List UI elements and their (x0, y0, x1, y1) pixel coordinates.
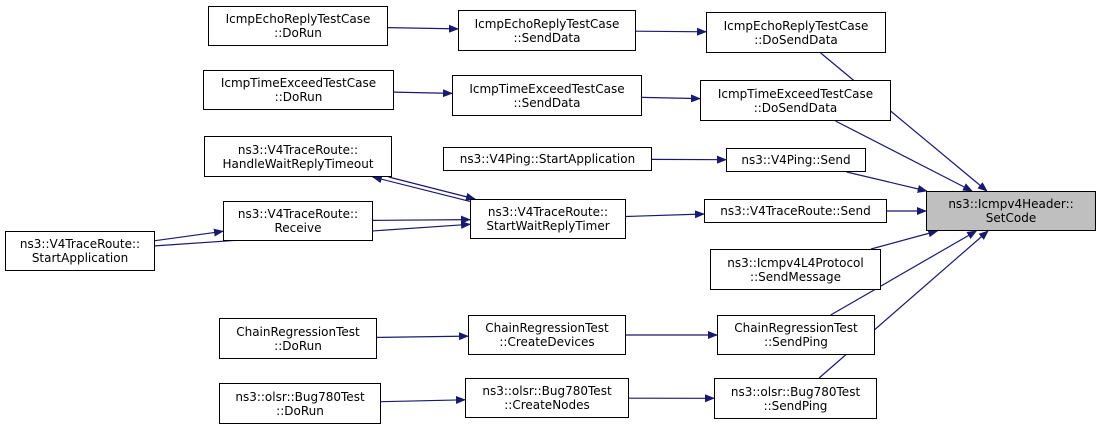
node-line: ::DoRun (274, 90, 323, 104)
node-v4traceroute-send[interactable]: ns3::V4TraceRoute::Send (704, 199, 887, 223)
node-icmptimeexceedtestcase-dorun[interactable]: IcmpTimeExceedTestCase ::DoRun (203, 70, 394, 110)
node-line: ns3::V4TraceRoute:: (487, 205, 609, 219)
node-v4ping-startapplication[interactable]: ns3::V4Ping::StartApplication (443, 147, 652, 171)
node-line: IcmpTimeExceedTestCase (220, 76, 377, 90)
edge-time_dosenddata-to-setcode (835, 120, 973, 192)
node-icmpechoreplytestcase-dorun[interactable]: IcmpEchoReplyTestCase ::DoRun (208, 6, 388, 46)
node-icmpechoreplytestcase-senddata[interactable]: IcmpEchoReplyTestCase ::SendData (458, 10, 636, 51)
node-line: ChainRegressionTest (485, 321, 609, 335)
node-bug780test-sendping[interactable]: ns3::olsr::Bug780Test ::SendPing (714, 378, 877, 419)
node-line: ns3::Icmpv4L4Protocol (727, 255, 864, 270)
node-v4traceroute-handlewaitreplytimeout[interactable]: ns3::V4TraceRoute:: HandleWaitReplyTimeo… (204, 136, 392, 177)
node-line: ns3::V4TraceRoute::Send (720, 204, 871, 218)
node-line: ::DoRun (274, 26, 322, 40)
node-bug780test-createnodes[interactable]: ns3::olsr::Bug780Test ::CreateNodes (465, 378, 629, 418)
node-line: IcmpEchoReplyTestCase (474, 16, 620, 31)
node-bug780test-dorun[interactable]: ns3::olsr::Bug780Test ::DoRun (219, 383, 381, 424)
node-v4traceroute-receive[interactable]: ns3::V4TraceRoute:: Receive (223, 201, 373, 241)
edge-echo_dosenddata-to-setcode (820, 52, 988, 192)
node-line: Receive (274, 221, 322, 235)
edge-bug_dorun-to-bug_createnodes (380, 396, 466, 405)
node-line: ns3::V4TraceRoute:: (19, 237, 141, 251)
node-line: SetCode (985, 211, 1037, 225)
node-line: ns3::V4TraceRoute:: (237, 207, 359, 221)
node-icmpv4l4protocol-sendmessage[interactable]: ns3::Icmpv4L4Protocol ::SendMessage (710, 249, 881, 290)
edge-chain_dorun-to-chain_createdevices (376, 332, 469, 341)
node-chainregressiontest-dorun[interactable]: ChainRegressionTest ::DoRun (219, 318, 377, 359)
node-line: IcmpTimeExceedTestCase (717, 86, 874, 101)
node-line: ::CreateNodes (504, 398, 590, 412)
edge-time_senddata-to-time_dosenddata (641, 94, 701, 103)
node-line: ns3::Icmpv4Header:: (948, 197, 1074, 211)
node-line: ns3::olsr::Bug780Test (482, 384, 612, 398)
node-v4traceroute-startwaitreplytimer[interactable]: ns3::V4TraceRoute:: StartWaitReplyTimer (470, 199, 626, 239)
node-line: ::CreateDevices (499, 335, 595, 349)
node-icmpechoreplytestcase-dosenddata[interactable]: IcmpEchoReplyTestCase ::DoSendData (706, 12, 886, 53)
edge-tr_startapp-to-tr_receive (154, 228, 224, 242)
edge-tr_receive-to-tr_startwait (372, 215, 471, 224)
node-line: ns3::V4TraceRoute:: (237, 142, 359, 157)
node-line: IcmpEchoReplyTestCase (723, 18, 869, 33)
node-icmptimeexceedtestcase-dosenddata[interactable]: IcmpTimeExceedTestCase ::DoSendData (700, 80, 891, 121)
node-line: ::SendPing (763, 398, 828, 413)
node-line: ::DoSendData (753, 100, 838, 115)
edge-time_dorun-to-time_senddata (393, 89, 453, 98)
node-line: StartWaitReplyTimer (486, 219, 610, 233)
edge-chain_sendping-to-setcode (830, 230, 978, 316)
node-line: ::SendMessage (750, 269, 841, 284)
node-line: ::SendData (513, 95, 581, 110)
node-line: ::DoSendData (754, 32, 838, 47)
node-chainregressiontest-createdevices[interactable]: ChainRegressionTest ::CreateDevices (468, 315, 626, 355)
node-icmpv4header-setcode: ns3::Icmpv4Header:: SetCode (926, 191, 1096, 231)
node-line: ns3::V4Ping::StartApplication (459, 152, 636, 166)
node-line: ns3::olsr::Bug780Test (730, 384, 861, 399)
node-v4ping-send[interactable]: ns3::V4Ping::Send (726, 148, 866, 172)
node-line: ::SendPing (764, 335, 828, 349)
node-line: ns3::olsr::Bug780Test (235, 389, 365, 404)
node-line: IcmpTimeExceedTestCase (469, 81, 625, 96)
node-line: ::SendData (513, 30, 581, 45)
node-line: ns3::V4Ping::Send (741, 153, 851, 167)
edge-echo_senddata-to-echo_dosenddata (635, 27, 707, 36)
edge-echo_dorun-to-echo_senddata (387, 24, 459, 33)
node-line: ::DoRun (274, 338, 322, 353)
edge-tr_startwait-to-tr_send (625, 210, 705, 219)
node-v4traceroute-startapplication[interactable]: ns3::V4TraceRoute:: StartApplication (5, 231, 155, 271)
node-line: HandleWaitReplyTimeout (222, 156, 374, 171)
edge-ping_send-to-setcode (846, 171, 928, 193)
edge-icmpv4l4_sendmessage-to-setcode (870, 229, 939, 250)
edge-tr_handlewait-to-tr_startwait (388, 176, 476, 201)
node-line: ChainRegressionTest (236, 324, 360, 339)
node-line: ChainRegressionTest (734, 321, 858, 335)
node-line: IcmpEchoReplyTestCase (225, 12, 371, 26)
edge-tr_startwait-to-tr_handlewait (371, 175, 471, 202)
node-line: StartApplication (31, 251, 129, 265)
node-icmptimeexceedtestcase-senddata[interactable]: IcmpTimeExceedTestCase ::SendData (452, 75, 642, 116)
node-line: ::DoRun (276, 403, 324, 418)
node-chainregressiontest-sendping[interactable]: ChainRegressionTest ::SendPing (717, 315, 875, 355)
